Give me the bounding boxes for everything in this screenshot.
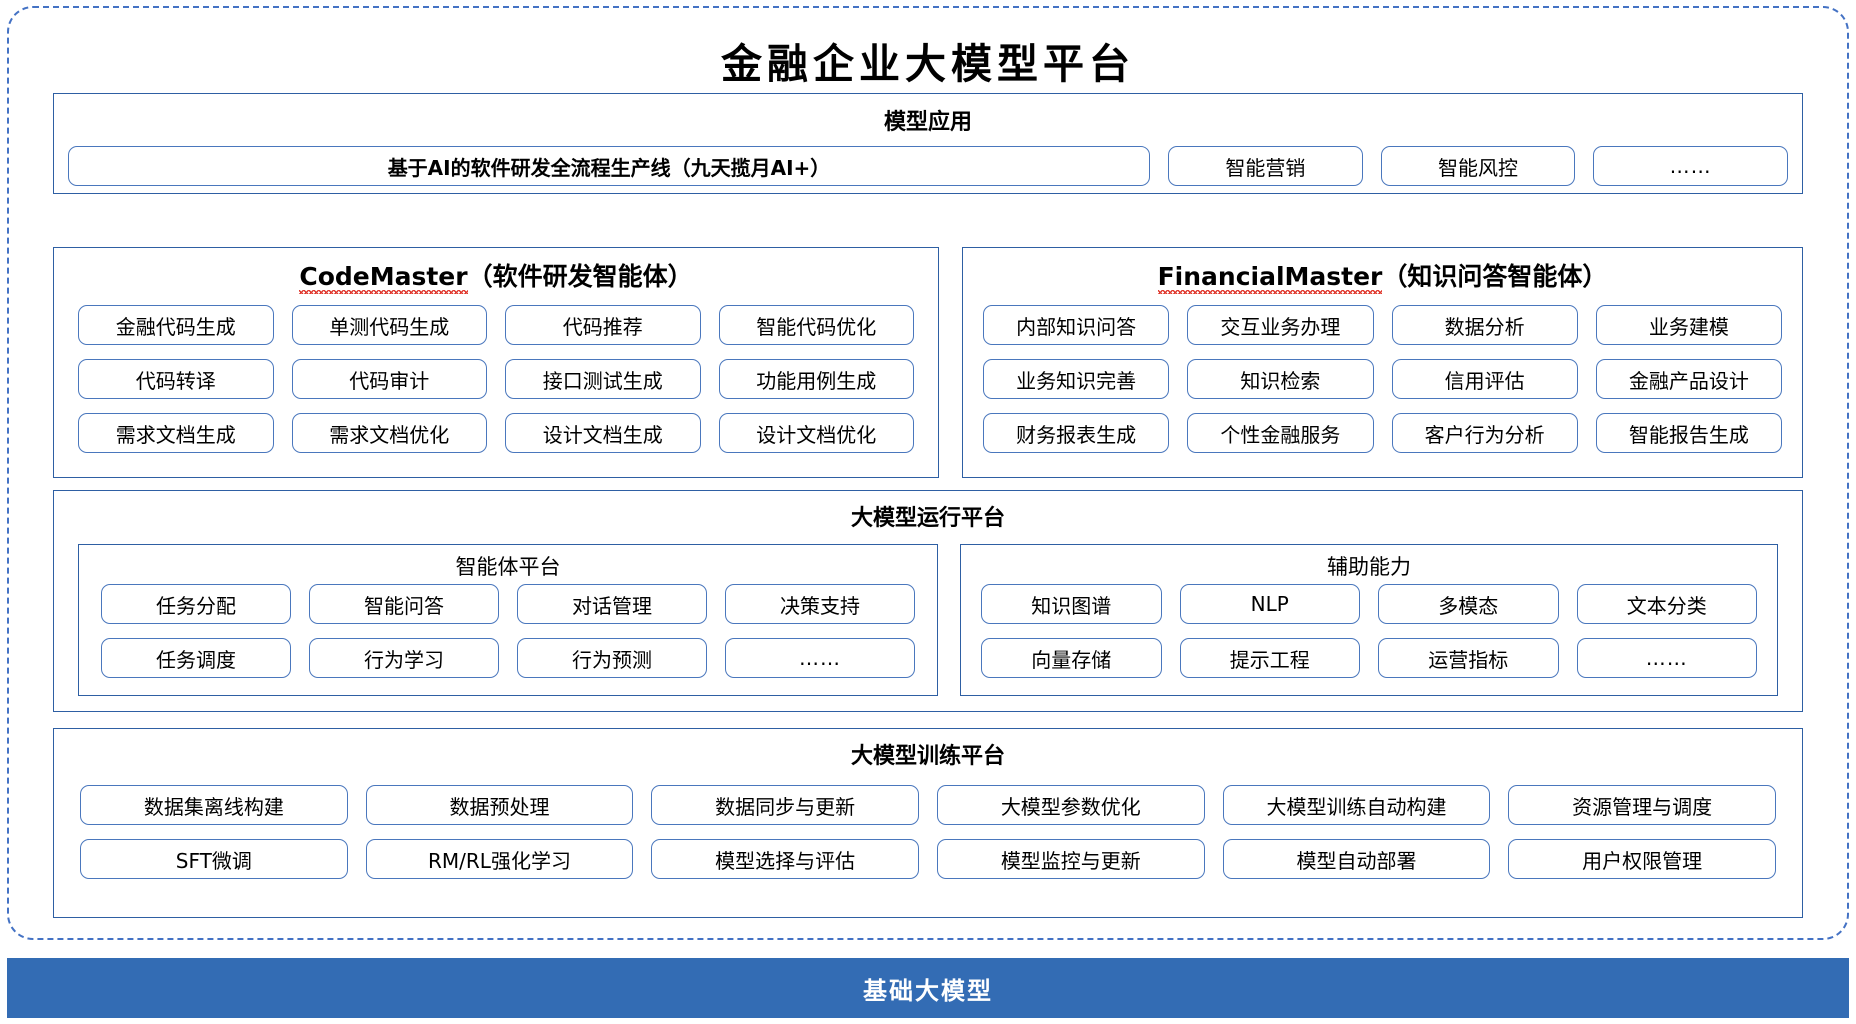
chip-financial-master-10[interactable]: 客户行为分析: [1391, 413, 1578, 453]
chip-training-0[interactable]: 数据集离线构建: [80, 785, 348, 825]
panel-code-master: CodeMaster（软件研发智能体） 金融代码生成 单测代码生成 代码推荐 智…: [53, 247, 939, 478]
chip-financial-master-5[interactable]: 知识检索: [1187, 359, 1374, 399]
code-master-heading: CodeMaster（软件研发智能体）: [54, 257, 938, 294]
chip-training-7[interactable]: RM/RL强化学习: [365, 839, 634, 879]
chip-code-master-10[interactable]: 设计文档生成: [505, 413, 701, 453]
chip-training-8[interactable]: 模型选择与评估: [651, 839, 919, 879]
chip-code-master-6[interactable]: 接口测试生成: [505, 359, 701, 399]
chip-training-3[interactable]: 大模型参数优化: [936, 785, 1205, 825]
chip-agent-platform-5[interactable]: 行为学习: [309, 638, 499, 678]
model-application-heading: 模型应用: [883, 110, 972, 135]
chip-smart-risk-control[interactable]: 智能风控: [1380, 146, 1576, 186]
chip-financial-master-1[interactable]: 交互业务办理: [1187, 305, 1374, 345]
support-capability-heading: 辅助能力: [1327, 555, 1411, 579]
code-master-name: CodeMaster: [299, 262, 468, 294]
code-master-suffix: （软件研发智能体）: [467, 262, 693, 291]
chip-code-master-3[interactable]: 智能代码优化: [718, 305, 914, 345]
chip-agent-platform-1[interactable]: 智能问答: [309, 584, 499, 624]
panel-model-application: 模型应用 基于AI的软件研发全流程生产线（九天揽月AI+） 智能营销 智能风控 …: [53, 93, 1803, 194]
chip-training-9[interactable]: 模型监控与更新: [936, 839, 1205, 879]
training-platform-items: 数据集离线构建 数据预处理 数据同步与更新 大模型参数优化 大模型训练自动构建 …: [80, 785, 1776, 879]
chip-code-master-7[interactable]: 功能用例生成: [718, 359, 914, 399]
chip-code-master-9[interactable]: 需求文档优化: [291, 413, 487, 453]
chip-financial-master-9[interactable]: 个性金融服务: [1187, 413, 1374, 453]
agent-platform-items: 任务分配 智能问答 对话管理 决策支持 任务调度 行为学习 行为预测 ……: [101, 584, 915, 678]
chip-training-4[interactable]: 大模型训练自动构建: [1222, 785, 1491, 825]
training-platform-heading: 大模型训练平台: [850, 744, 1005, 769]
chip-support-capability-6[interactable]: 运营指标: [1378, 638, 1559, 678]
agent-platform-heading: 智能体平台: [455, 555, 561, 579]
chip-agent-platform-7[interactable]: ……: [725, 638, 915, 678]
support-capability-items: 知识图谱 NLP 多模态 文本分类 向量存储 提示工程 运营指标 ……: [981, 584, 1757, 678]
financial-master-suffix: （知识问答智能体）: [1382, 262, 1608, 291]
chip-training-11[interactable]: 用户权限管理: [1508, 839, 1776, 879]
chip-support-capability-2[interactable]: 多模态: [1378, 584, 1559, 624]
page-title: 金融企业大模型平台: [721, 40, 1135, 88]
chip-financial-master-0[interactable]: 内部知识问答: [983, 305, 1170, 345]
chip-financial-master-4[interactable]: 业务知识完善: [983, 359, 1170, 399]
panel-training-platform: 大模型训练平台 数据集离线构建 数据预处理 数据同步与更新 大模型参数优化 大模…: [53, 728, 1803, 918]
chip-support-capability-7[interactable]: ……: [1576, 638, 1757, 678]
foundation-model-label: 基础大模型: [863, 976, 993, 1005]
chip-ai-sdlc-pipeline[interactable]: 基于AI的软件研发全流程生产线（九天揽月AI+）: [68, 146, 1150, 186]
chip-smart-marketing[interactable]: 智能营销: [1168, 146, 1363, 186]
subpanel-support-capability: 辅助能力 知识图谱 NLP 多模态 文本分类 向量存储 提示工程 运营指标 ……: [960, 544, 1778, 696]
chip-financial-master-7[interactable]: 金融产品设计: [1595, 359, 1782, 399]
financial-master-items: 内部知识问答 交互业务办理 数据分析 业务建模 业务知识完善 知识检索 信用评估…: [983, 305, 1782, 453]
chip-financial-master-6[interactable]: 信用评估: [1391, 359, 1578, 399]
chip-agent-platform-0[interactable]: 任务分配: [101, 584, 291, 624]
chip-support-capability-3[interactable]: 文本分类: [1576, 584, 1757, 624]
outer-dashed-frame: [7, 6, 1849, 940]
chip-support-capability-0[interactable]: 知识图谱: [981, 584, 1162, 624]
runtime-platform-heading: 大模型运行平台: [850, 506, 1005, 531]
chip-support-capability-1[interactable]: NLP: [1179, 584, 1360, 624]
chip-financial-master-2[interactable]: 数据分析: [1391, 305, 1578, 345]
chip-code-master-5[interactable]: 代码审计: [291, 359, 487, 399]
chip-training-10[interactable]: 模型自动部署: [1222, 839, 1491, 879]
chip-financial-master-11[interactable]: 智能报告生成: [1595, 413, 1782, 453]
chip-training-5[interactable]: 资源管理与调度: [1508, 785, 1776, 825]
chip-financial-master-3[interactable]: 业务建模: [1595, 305, 1782, 345]
panel-financial-master: FinancialMaster（知识问答智能体） 内部知识问答 交互业务办理 数…: [962, 247, 1803, 478]
chip-model-application-more[interactable]: ……: [1593, 146, 1789, 186]
subpanel-agent-platform: 智能体平台 任务分配 智能问答 对话管理 决策支持 任务调度 行为学习 行为预测…: [78, 544, 938, 696]
financial-master-heading: FinancialMaster（知识问答智能体）: [963, 257, 1802, 294]
chip-training-6[interactable]: SFT微调: [80, 839, 348, 879]
chip-agent-platform-6[interactable]: 行为预测: [517, 638, 707, 678]
chip-agent-platform-2[interactable]: 对话管理: [517, 584, 707, 624]
chip-code-master-4[interactable]: 代码转译: [78, 359, 274, 399]
chip-financial-master-8[interactable]: 财务报表生成: [983, 413, 1170, 453]
code-master-items: 金融代码生成 单测代码生成 代码推荐 智能代码优化 代码转译 代码审计 接口测试…: [78, 305, 914, 453]
foundation-model-bar: 基础大模型: [7, 958, 1849, 1018]
financial-master-name: FinancialMaster: [1157, 262, 1383, 294]
chip-support-capability-4[interactable]: 向量存储: [981, 638, 1162, 678]
chip-code-master-1[interactable]: 单测代码生成: [291, 305, 487, 345]
chip-code-master-2[interactable]: 代码推荐: [505, 305, 701, 345]
panel-runtime-platform: 大模型运行平台 智能体平台 任务分配 智能问答 对话管理 决策支持 任务调度 行…: [53, 490, 1803, 712]
chip-support-capability-5[interactable]: 提示工程: [1179, 638, 1360, 678]
chip-agent-platform-3[interactable]: 决策支持: [725, 584, 915, 624]
chip-code-master-0[interactable]: 金融代码生成: [78, 305, 274, 345]
chip-code-master-8[interactable]: 需求文档生成: [78, 413, 274, 453]
chip-training-1[interactable]: 数据预处理: [365, 785, 634, 825]
chip-code-master-11[interactable]: 设计文档优化: [718, 413, 914, 453]
chip-training-2[interactable]: 数据同步与更新: [651, 785, 919, 825]
chip-agent-platform-4[interactable]: 任务调度: [101, 638, 291, 678]
